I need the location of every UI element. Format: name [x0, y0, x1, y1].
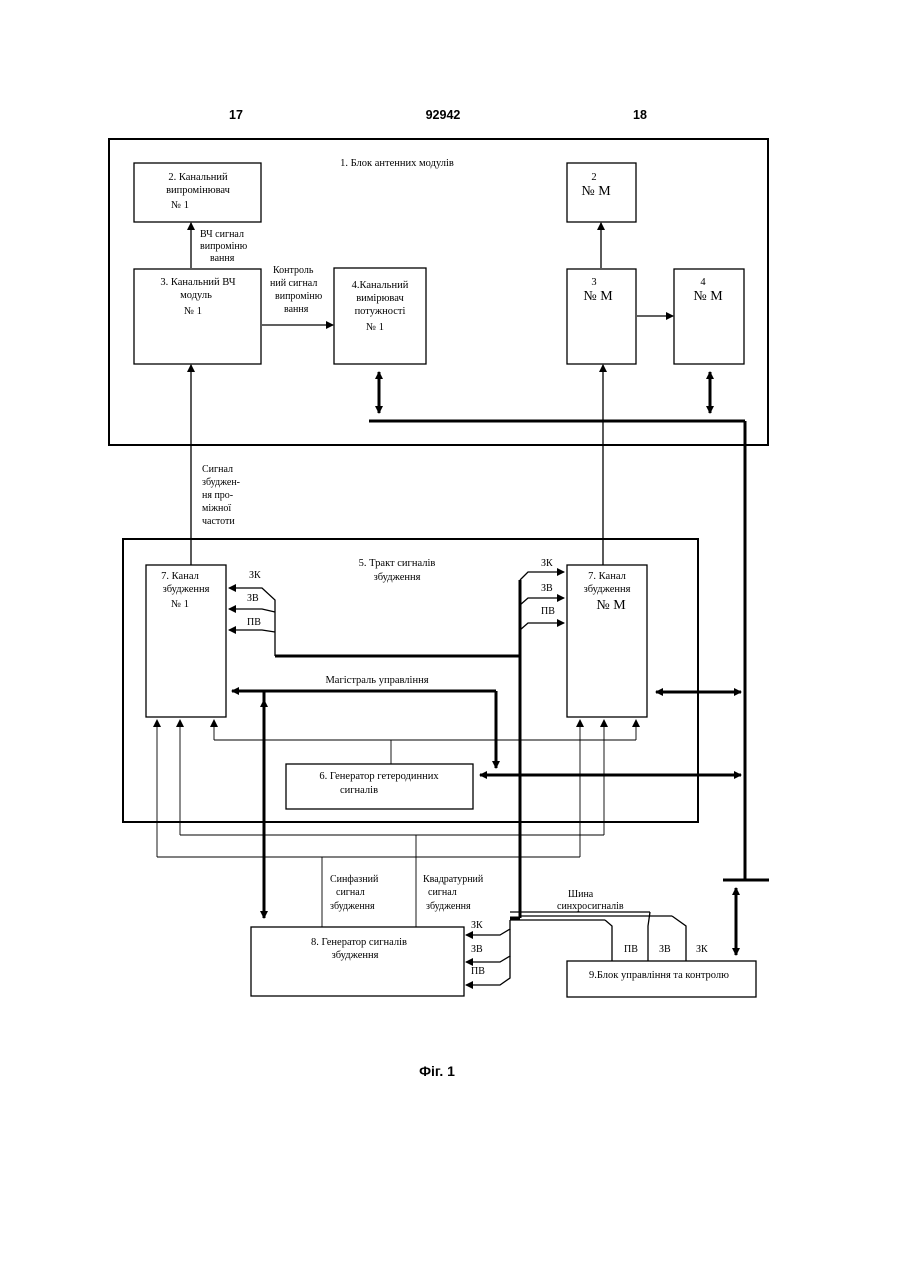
- control-signal-label-3: випроміню: [275, 291, 323, 302]
- ch1-pv-label: ПВ: [247, 617, 261, 628]
- patent-number: 92942: [426, 108, 461, 122]
- hf-module-1-label-3: № 1: [184, 306, 202, 317]
- excitation-generator-label-1: 8. Генератор сигналів: [311, 937, 407, 948]
- power-meter-m-label-1: 4: [700, 277, 706, 288]
- ch1-zv-line: [229, 609, 275, 612]
- local-oscillator-label-2: сигналів: [340, 785, 378, 796]
- eg-zk-label: ЗК: [471, 920, 483, 931]
- ctrl-zv-label: ЗВ: [659, 944, 671, 955]
- chm-zk-label: ЗК: [541, 558, 553, 569]
- sync-bus-zv-drop: [648, 912, 650, 961]
- power-meter-1-label-4: № 1: [366, 322, 384, 333]
- power-meter-m-label-2: № М: [693, 289, 723, 304]
- if-signal-label-1: Сигнал: [202, 464, 233, 475]
- channel-1-label-3: № 1: [171, 599, 189, 610]
- hf-module-m-label-2: № М: [583, 289, 613, 304]
- ch1-pv-line: [229, 630, 275, 632]
- inphase-label-3: збудження: [330, 901, 375, 912]
- power-meter-m-box: [674, 269, 744, 364]
- hf-signal-label-1: ВЧ сигнал: [200, 229, 244, 240]
- hf-module-1-label-2: модуль: [180, 290, 212, 301]
- sync-bus-label-1: Шина: [568, 889, 594, 900]
- sync-bus-zk-drop: [672, 916, 686, 961]
- hf-signal-label-3: вання: [210, 253, 235, 264]
- excitation-path-title-2: збудження: [374, 572, 421, 583]
- quadrature-label-1: Квадратурний: [423, 874, 484, 885]
- control-bus-label: Магістраль управління: [325, 675, 428, 686]
- excitation-generator-label-2: збудження: [332, 950, 379, 961]
- if-signal-label-3: ня про-: [202, 490, 233, 501]
- chm-pv-label: ПВ: [541, 606, 555, 617]
- left-page-number: 17: [229, 108, 243, 122]
- figure-caption: Фіг. 1: [419, 1063, 455, 1079]
- if-signal-label-4: міжної: [202, 503, 231, 514]
- channel-1-label-1: 7. Канал: [161, 571, 199, 582]
- power-meter-1-label-1: 4.Канальний: [352, 280, 409, 291]
- radiator-1-label-2: випромінювач: [166, 185, 231, 196]
- channel-m-label-3: № М: [596, 598, 626, 613]
- channel-m-label-1: 7. Канал: [588, 571, 626, 582]
- radiator-m-label-1: 2: [591, 172, 596, 183]
- chm-zk-line: [520, 572, 564, 580]
- eg-pv-label: ПВ: [471, 966, 485, 977]
- if-signal-label-2: збуджен-: [202, 477, 240, 488]
- radiator-m-label-2: № М: [581, 184, 611, 199]
- hf-module-m-label-1: 3: [591, 277, 596, 288]
- chm-zv-line: [520, 598, 564, 605]
- channel-1-label-2: збудження: [163, 584, 210, 595]
- sync-bus-label-2: синхросигналів: [557, 901, 624, 912]
- power-meter-1-label-2: вимірювач: [356, 293, 404, 304]
- right-page-number: 18: [633, 108, 647, 122]
- chm-pv-line: [520, 623, 564, 630]
- eg-zv-label: ЗВ: [471, 944, 483, 955]
- inphase-label-1: Синфазний: [330, 874, 379, 885]
- hf-module-m-box: [567, 269, 636, 364]
- antenna-block-title: 1. Блок антенних модулів: [340, 158, 454, 169]
- radiator-1-label-3: № 1: [171, 200, 189, 211]
- excitation-path-title-1: 5. Тракт сигналів: [359, 558, 436, 569]
- ch1-zk-label: ЗК: [249, 570, 261, 581]
- quadrature-label-3: збудження: [426, 901, 471, 912]
- inphase-label-2: сигнал: [336, 887, 365, 898]
- ch1-zv-label: ЗВ: [247, 593, 259, 604]
- control-signal-label-4: вання: [284, 304, 309, 315]
- radiator-1-label-1: 2. Канальний: [168, 172, 228, 183]
- chm-zv-label: ЗВ: [541, 583, 553, 594]
- if-signal-label-5: частоти: [202, 516, 235, 527]
- hf-signal-label-2: випроміню: [200, 241, 248, 252]
- control-monitoring-label: 9.Блок управління та контролю: [589, 970, 729, 981]
- ctrl-zk-label: ЗК: [696, 944, 708, 955]
- channel-m-label-2: збудження: [584, 584, 631, 595]
- local-oscillator-label-1: 6. Генератор гетеродинних: [319, 771, 439, 782]
- control-signal-label-1: Контроль: [273, 265, 314, 276]
- ctrl-pv-label: ПВ: [624, 944, 638, 955]
- control-signal-label-2: ний сигнал: [270, 278, 317, 289]
- hf-module-1-label-1: 3. Канальний ВЧ: [160, 277, 235, 288]
- power-meter-1-label-3: потужності: [355, 306, 406, 317]
- sync-bus-pv-drop: [605, 920, 612, 961]
- quadrature-label-2: сигнал: [428, 887, 457, 898]
